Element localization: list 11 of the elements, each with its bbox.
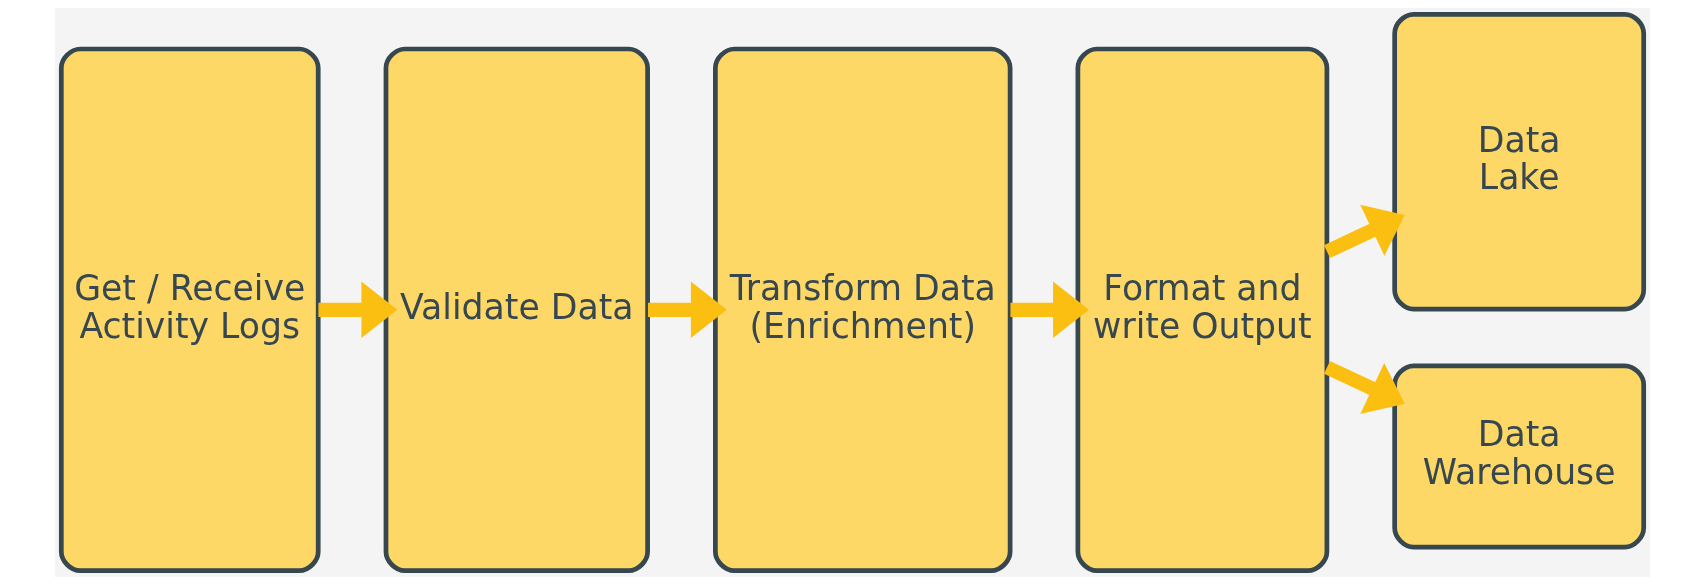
arrow [317, 281, 397, 339]
arrow [1009, 281, 1089, 339]
node-box: Get / Receive Activity Logs [58, 46, 321, 574]
node-box: Transform Data (Enrichment) [712, 46, 1012, 574]
node-box: Validate Data [383, 46, 650, 574]
node-box: Data Warehouse [1391, 363, 1646, 550]
node-box: Format and write Output [1075, 46, 1329, 574]
node-box: Data Lake [1391, 11, 1646, 312]
arrow [647, 281, 727, 339]
arrow [1323, 360, 1405, 415]
arrow [1323, 204, 1405, 259]
